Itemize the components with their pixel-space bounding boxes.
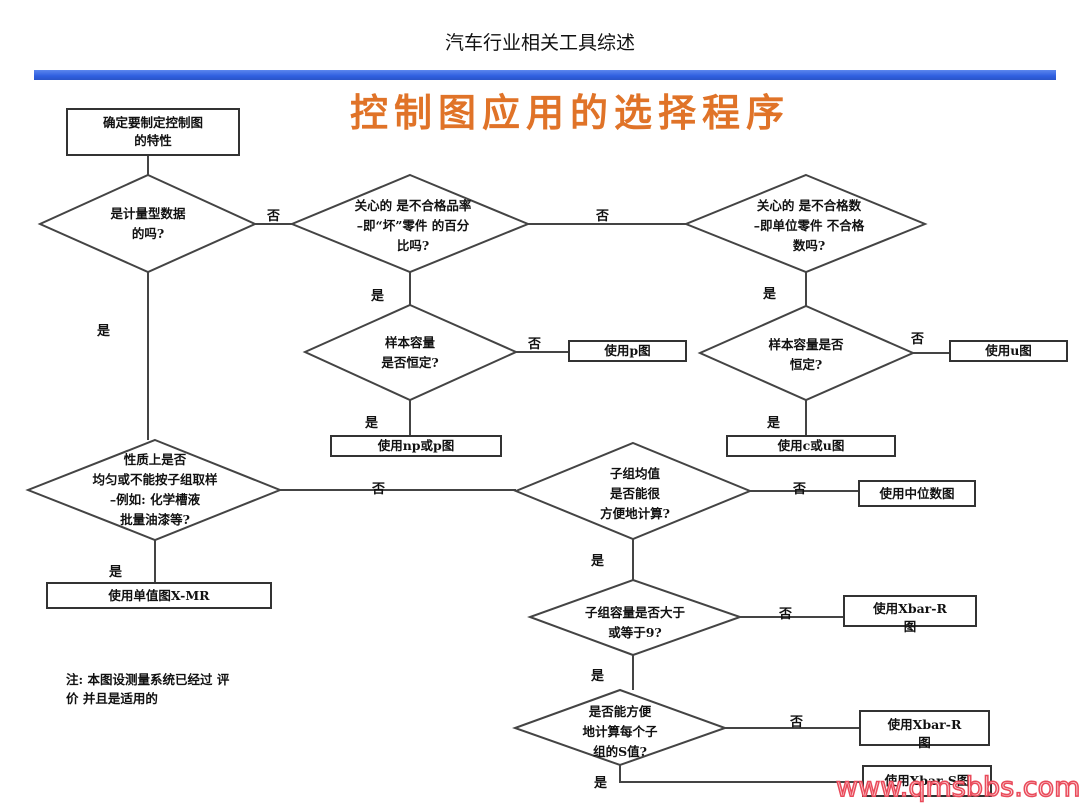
label-yes: 是	[763, 287, 777, 302]
label-yes: 是	[365, 416, 379, 431]
watermark: www.qmsbbs.com	[835, 771, 1080, 804]
label-no: 否	[372, 482, 386, 497]
label-no: 否	[267, 209, 281, 224]
decision-subgroup-mean: 子组均值 是否能很 方便地计算?	[600, 466, 670, 521]
label-yes: 是	[109, 565, 123, 580]
decision-sample-size-u: 样本容量是否 恒定?	[768, 337, 844, 372]
label-yes: 是	[591, 669, 605, 684]
result-xbar-r-chart-2-label: 使用Xbar-R 图	[887, 717, 962, 750]
result-c-or-u-chart: 使用c或u图	[726, 435, 896, 457]
result-x-mr-chart: 使用单值图X-MR	[46, 582, 272, 609]
result-xbar-r-chart-1: 使用Xbar-R 图	[843, 595, 977, 634]
label-yes: 是	[591, 554, 605, 569]
decision-variable-data: 是计量型数据 的吗?	[110, 206, 186, 241]
decision-nonconformities: 关心的 是不合格数 –即单位零件 不合格 数吗?	[753, 198, 865, 253]
result-xbar-r-chart-1-label: 使用Xbar-R 图	[873, 601, 947, 634]
result-np-or-p-chart: 使用np或p图	[330, 435, 502, 457]
result-p-chart: 使用p图	[568, 340, 687, 362]
result-xbar-s-chart: 使用Xbar-S图	[862, 765, 992, 797]
label-yes: 是	[767, 416, 781, 431]
label-yes: 是	[371, 289, 385, 304]
header-title: 汽车行业相关工具综述	[444, 32, 635, 54]
diagram-note: 注: 本图设测量系统已经过 评 价 并且是适用的	[66, 672, 230, 706]
label-yes: 是	[97, 324, 111, 339]
connector	[619, 765, 862, 783]
start-box: 确定要制定控制图 的特性	[66, 108, 240, 156]
label-no: 否	[528, 337, 542, 352]
decision-sample-size-p: 样本容量 是否恒定?	[381, 335, 439, 370]
result-xbar-r-chart-2: 使用Xbar-R 图	[859, 710, 990, 750]
label-no: 否	[596, 209, 610, 224]
result-median-chart: 使用中位数图	[858, 480, 976, 507]
result-u-chart: 使用u图	[949, 340, 1068, 362]
decision-subgroup-size: 子组容量是否大于 或等于9?	[584, 605, 685, 640]
decision-homogeneous: 性质上是否 均匀或不能按子组取样 –例如: 化学槽液 批量油漆等?	[92, 452, 218, 527]
label-no: 否	[779, 607, 793, 622]
label-yes: 是	[594, 776, 608, 791]
diagram-title: 控制图应用的选择程序	[349, 90, 790, 135]
decision-s-value: 是否能方便 地计算每个子 组的S值?	[582, 704, 658, 759]
label-no: 否	[793, 482, 807, 497]
label-no: 否	[790, 715, 804, 730]
label-no: 否	[911, 332, 925, 347]
decision-nonconforming-rate: 关心的 是不合格品率 –即“坏”零件 的百分 比吗?	[354, 198, 472, 253]
header-divider-bar	[34, 70, 1056, 80]
